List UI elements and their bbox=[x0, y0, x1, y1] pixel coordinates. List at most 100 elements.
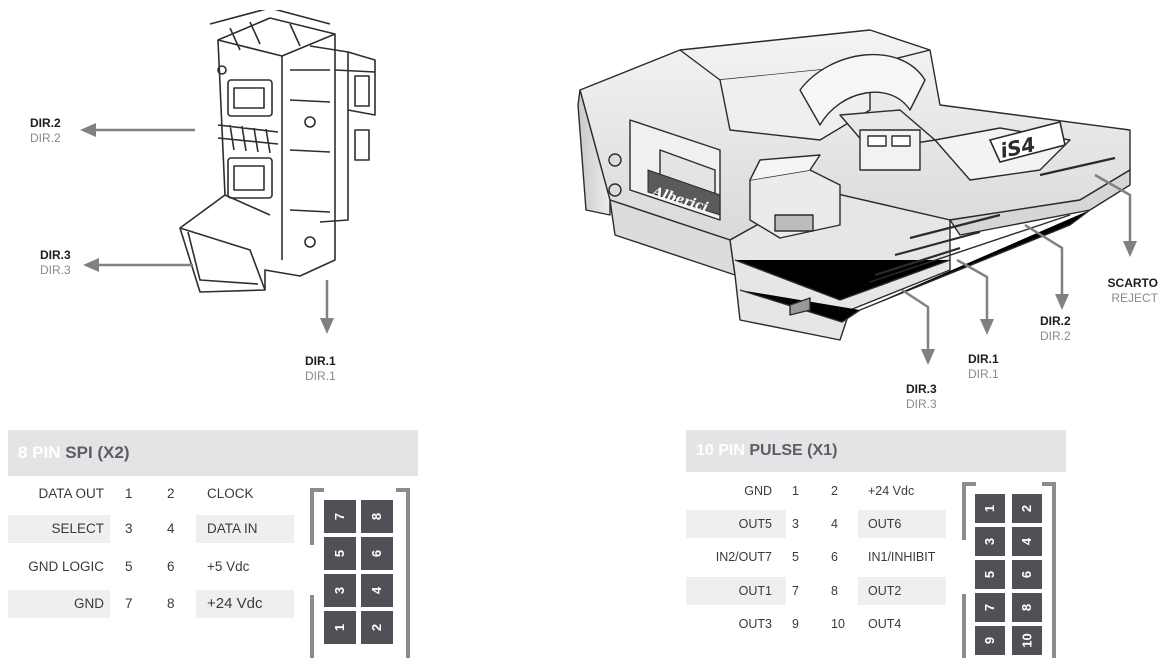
pulse-right-signal: OUT6 bbox=[868, 517, 902, 531]
left-unit-drawing bbox=[179, 10, 376, 293]
pulse-connector-notch bbox=[958, 540, 966, 594]
spi-pins-label: 8 PIN bbox=[18, 443, 61, 462]
label-left-dir1: DIR.1 DIR.1 bbox=[305, 354, 336, 383]
spi-pin-key: 8 bbox=[361, 500, 393, 533]
pulse-pin: 10 bbox=[831, 617, 845, 631]
spi-row: GND 7 8 +24 Vdc bbox=[0, 590, 300, 618]
pulse-band bbox=[858, 577, 946, 605]
pulse-left-signal: GND bbox=[744, 484, 772, 498]
pulse-row: GND 1 2 +24 Vdc bbox=[686, 477, 956, 505]
pulse-right-signal: OUT2 bbox=[868, 584, 902, 598]
spi-pin-key: 1 bbox=[324, 611, 356, 644]
pulse-pin-key: 9 bbox=[975, 626, 1005, 655]
spi-right-signal: +24 Vdc bbox=[207, 595, 263, 612]
spi-pin: 3 bbox=[125, 521, 133, 536]
pulse-right-signal: IN1/INHIBIT bbox=[868, 550, 936, 564]
spi-band bbox=[196, 515, 294, 543]
pulse-pin-key: 6 bbox=[1012, 560, 1042, 589]
spi-row: GND LOGIC 5 6 +5 Vdc bbox=[0, 553, 300, 581]
pulse-pin-key: 5 bbox=[975, 560, 1005, 589]
pulse-pin: 7 bbox=[792, 584, 799, 598]
spi-band bbox=[8, 590, 110, 618]
pulse-pin: 4 bbox=[831, 517, 838, 531]
pulse-band bbox=[686, 577, 786, 605]
spi-name: SPI (X2) bbox=[65, 443, 130, 462]
arrow-left-dir2 bbox=[80, 123, 195, 137]
spi-right-signal: +5 Vdc bbox=[207, 559, 250, 574]
spi-pin: 4 bbox=[167, 521, 175, 536]
pulse-pin: 6 bbox=[831, 550, 838, 564]
label-right-dir1: DIR.1 DIR.1 bbox=[968, 352, 999, 381]
pulse-pin-key: 1 bbox=[975, 494, 1005, 523]
pulse-name: PULSE (X1) bbox=[749, 442, 838, 459]
spi-left-signal: GND LOGIC bbox=[28, 559, 104, 574]
pulse-pin-key: 3 bbox=[975, 527, 1005, 556]
spi-pin-key: 6 bbox=[361, 537, 393, 570]
pulse-pin-key: 10 bbox=[1012, 626, 1042, 655]
spi-row: DATA OUT 1 2 CLOCK bbox=[0, 480, 300, 508]
label-right-scarto: SCARTO REJECT bbox=[1107, 276, 1158, 305]
pulse-pin: 2 bbox=[831, 484, 838, 498]
pulse-pin: 9 bbox=[792, 617, 799, 631]
spi-left-signal: GND bbox=[74, 596, 104, 611]
spi-connector-notch bbox=[306, 545, 314, 595]
model-plaque: iS4 bbox=[988, 121, 1066, 163]
spi-connector-lip bbox=[310, 488, 324, 492]
spi-pin: 8 bbox=[167, 596, 175, 611]
pulse-connector-lip bbox=[962, 482, 976, 486]
spi-band bbox=[196, 590, 294, 618]
arrow-down-left-dir1 bbox=[320, 280, 334, 334]
pulse-connector-lip bbox=[1042, 482, 1056, 486]
pulse-left-signal: OUT5 bbox=[738, 517, 772, 531]
pulse-right-signal: +24 Vdc bbox=[868, 484, 915, 498]
pulse-row: OUT1 7 8 OUT2 bbox=[686, 577, 956, 605]
spi-pin: 5 bbox=[125, 559, 133, 574]
spi-connector-lip bbox=[396, 488, 410, 492]
label-left-dir3: DIR.3 DIR.3 bbox=[40, 248, 71, 277]
pulse-pins-label: 10 PIN bbox=[696, 442, 745, 459]
pulse-band bbox=[686, 510, 786, 538]
spi-pin: 1 bbox=[125, 486, 133, 501]
spi-left-signal: SELECT bbox=[51, 521, 104, 536]
spi-pin-key: 5 bbox=[324, 537, 356, 570]
arrow-right-dir2 bbox=[1024, 223, 1069, 310]
pulse-pin: 3 bbox=[792, 517, 799, 531]
spi-pin-key: 4 bbox=[361, 574, 393, 607]
spi-pin: 2 bbox=[167, 486, 175, 501]
spi-left-signal: DATA OUT bbox=[38, 486, 104, 501]
label-left-dir2: DIR.2 DIR.2 bbox=[30, 116, 61, 145]
arrow-right-dir1 bbox=[956, 258, 994, 335]
pulse-left-signal: OUT1 bbox=[738, 584, 772, 598]
pulse-band bbox=[858, 510, 946, 538]
pulse-row: OUT3 9 10 OUT4 bbox=[686, 610, 956, 638]
spi-pin: 6 bbox=[167, 559, 175, 574]
pulse-right-signal: OUT4 bbox=[868, 617, 902, 631]
right-unit-drawing: Alberici iS4 bbox=[577, 29, 1131, 341]
pulse-row: OUT5 3 4 OUT6 bbox=[686, 510, 956, 538]
spi-pin-key: 7 bbox=[324, 500, 356, 533]
label-right-dir2: DIR.2 DIR.2 bbox=[1040, 314, 1071, 343]
spi-pin-key: 2 bbox=[361, 611, 393, 644]
pulse-pin-key: 7 bbox=[975, 593, 1005, 622]
pulse-pin: 1 bbox=[792, 484, 799, 498]
label-right-dir3: DIR.3 DIR.3 bbox=[906, 382, 937, 411]
spi-right-signal: CLOCK bbox=[207, 486, 254, 501]
spi-row: SELECT 3 4 DATA IN bbox=[0, 515, 300, 543]
pulse-left-signal: OUT3 bbox=[738, 617, 772, 631]
arrow-right-scarto bbox=[1094, 173, 1137, 257]
pulse-header: 10 PIN PULSE (X1) bbox=[686, 430, 1066, 472]
pulse-row: IN2/OUT7 5 6 IN1/INHIBIT bbox=[686, 543, 956, 571]
pulse-pin-key: 8 bbox=[1012, 593, 1042, 622]
pulse-pin-key: 4 bbox=[1012, 527, 1042, 556]
arrow-right-dir3 bbox=[901, 288, 935, 365]
pulse-pin-key: 2 bbox=[1012, 494, 1042, 523]
pulse-pin: 5 bbox=[792, 550, 799, 564]
pulse-pin: 8 bbox=[831, 584, 838, 598]
spi-pin: 7 bbox=[125, 596, 133, 611]
pulse-left-signal: IN2/OUT7 bbox=[715, 550, 772, 564]
spi-header: 8 PIN SPI (X2) bbox=[8, 430, 418, 476]
spi-right-signal: DATA IN bbox=[207, 521, 258, 536]
spi-band bbox=[8, 515, 110, 543]
arrow-left-dir3 bbox=[83, 258, 193, 272]
spi-pin-key: 3 bbox=[324, 574, 356, 607]
